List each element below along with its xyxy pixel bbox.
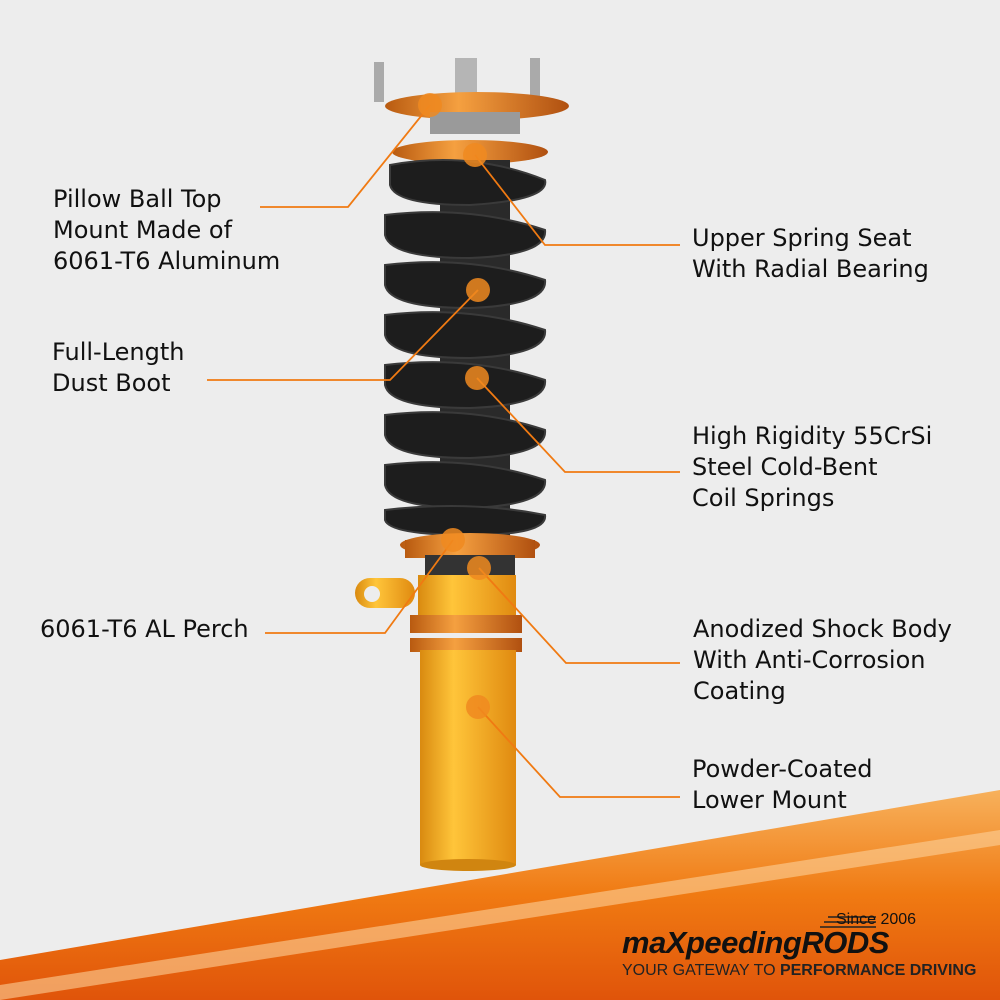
callout-line: Dust Boot xyxy=(52,369,171,397)
callout-line: Full-Length xyxy=(52,338,185,366)
lower-mount xyxy=(420,650,516,865)
callout-coil-springs: High Rigidity 55CrSi Steel Cold-Bent Coi… xyxy=(692,421,932,514)
callout-line: Lower Mount xyxy=(692,786,847,814)
band-highlight xyxy=(0,830,1000,1000)
callout-lower-mount: Powder-Coated Lower Mount xyxy=(692,754,872,816)
logo-speed-lines xyxy=(820,916,876,928)
callout-pillow-ball-top-mount: Pillow Ball Top Mount Made of 6061-T6 Al… xyxy=(53,184,280,277)
brand-since: Since 2006 xyxy=(836,911,917,928)
callout-dust-boot: Full-Length Dust Boot xyxy=(52,337,184,399)
callout-line: Coating xyxy=(693,677,786,705)
callout-line: Upper Spring Seat xyxy=(692,224,912,252)
coil-spring xyxy=(384,159,547,537)
callout-line: 6061-T6 AL Perch xyxy=(40,615,249,643)
callout-line: Steel Cold-Bent xyxy=(692,453,878,481)
callout-line: Anodized Shock Body xyxy=(693,615,952,643)
callout-line: 6061-T6 Aluminum xyxy=(53,247,281,275)
callout-line: Pillow Ball Top xyxy=(53,185,222,213)
callout-line: Mount Made of xyxy=(53,216,233,244)
leader-lines xyxy=(207,104,680,798)
callout-line: Powder-Coated xyxy=(692,755,873,783)
shock-body xyxy=(418,575,516,620)
callout-line: With Radial Bearing xyxy=(692,255,929,283)
callout-line: Coil Springs xyxy=(692,484,835,512)
callout-line: High Rigidity 55CrSi xyxy=(692,422,933,450)
callout-shock-body: Anodized Shock Body With Anti-Corrosion … xyxy=(693,614,952,707)
tagline-light: YOUR GATEWAY TO xyxy=(622,962,780,979)
callout-al-perch: 6061-T6 AL Perch xyxy=(40,614,249,645)
callout-upper-spring-seat: Upper Spring Seat With Radial Bearing xyxy=(692,223,929,285)
brand-logo: maXpeedingRODS xyxy=(622,925,889,960)
callout-line: With Anti-Corrosion xyxy=(693,646,926,674)
tagline-bold: PERFORMANCE DRIVING xyxy=(779,962,977,979)
coilover xyxy=(355,58,569,871)
callout-dots xyxy=(418,93,491,719)
brand-tagline: YOUR GATEWAY TO PERFORMANCE DRIVING xyxy=(622,962,976,980)
